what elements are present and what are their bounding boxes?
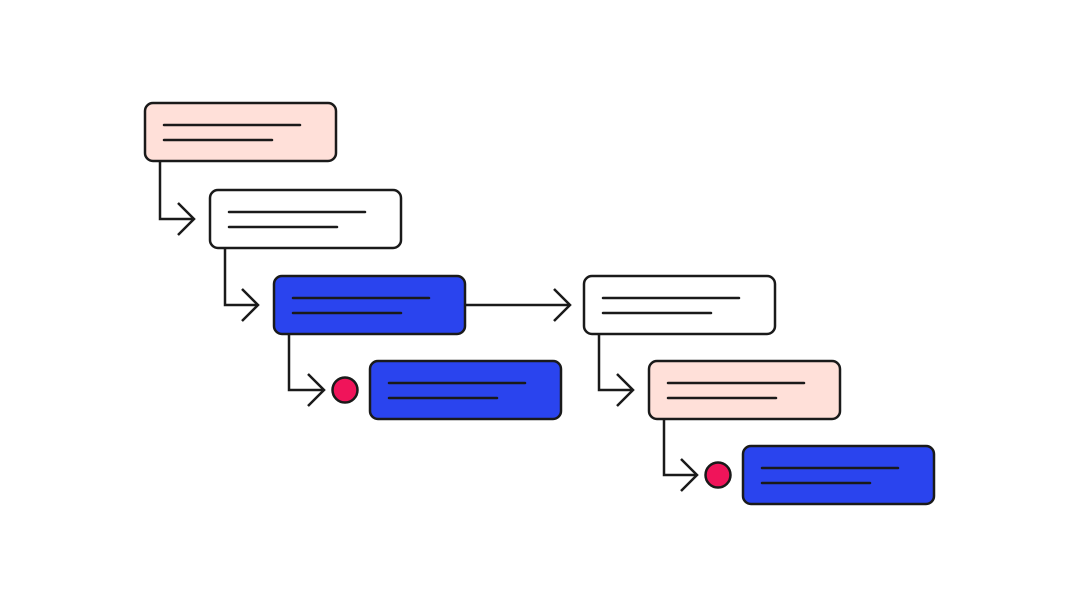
edges-layer — [158, 161, 732, 492]
nodes-layer — [143, 101, 936, 506]
flow-edge-6 — [662, 419, 732, 492]
connector-elbow — [158, 161, 194, 221]
flow-node-1 — [143, 101, 338, 163]
status-dot-icon — [331, 376, 359, 404]
flow-node-3 — [272, 274, 467, 336]
flow-edge-5 — [597, 334, 635, 407]
arrow-head-icon — [616, 373, 635, 407]
node-box — [272, 274, 467, 336]
flow-node-4 — [368, 359, 563, 421]
node-box — [582, 274, 777, 336]
node-box — [741, 444, 936, 506]
node-box — [647, 359, 842, 421]
connector-elbow — [287, 334, 324, 392]
flow-edge-2 — [223, 248, 260, 322]
node-box — [143, 101, 338, 163]
arrow-head-icon — [680, 458, 699, 492]
arrow-head-icon — [177, 202, 196, 236]
connector-elbow — [597, 334, 633, 392]
node-box — [208, 188, 403, 250]
flow-node-2 — [208, 188, 403, 250]
node-box — [368, 359, 563, 421]
connector-elbow — [662, 419, 697, 477]
flow-node-7 — [741, 444, 936, 506]
arrow-head-icon — [241, 288, 260, 322]
status-dot-icon — [704, 461, 732, 489]
flow-edge-1 — [158, 161, 196, 236]
flow-edge-3 — [287, 334, 359, 407]
flow-edge-4 — [465, 288, 572, 322]
connector-elbow — [223, 248, 258, 307]
flow-node-6 — [647, 359, 842, 421]
flow-node-5 — [582, 274, 777, 336]
arrow-head-icon — [553, 288, 572, 322]
arrow-head-icon — [307, 373, 326, 407]
